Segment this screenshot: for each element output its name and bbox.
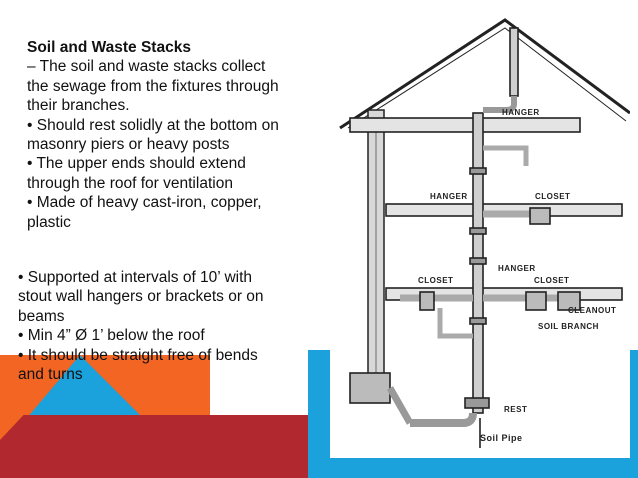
label-rest: REST	[504, 405, 528, 414]
bullet-line: and turns	[18, 366, 83, 384]
label-soil-branch: SOIL BRANCH	[538, 322, 599, 331]
intro-line: the sewage from the fixtures through	[27, 77, 279, 95]
bullet-line: beams	[18, 307, 65, 325]
label-hanger-mid: HANGER	[498, 264, 536, 273]
bullet-line: stout wall hangers or brackets or on	[18, 288, 264, 306]
soil-pipe-drawing	[339, 18, 631, 448]
bullet-line: through the roof for ventilation	[27, 174, 233, 192]
soil-pipe-diagram: HANGER HANGER CLOSET HANGER CLOSET CLOSE…	[330, 18, 631, 458]
label-hanger-left: HANGER	[430, 192, 468, 201]
bullet-line: • Min 4” Ø 1’ below the roof	[18, 327, 205, 345]
bullet-line: • It should be straight free of bends	[18, 346, 258, 364]
label-closet-right: CLOSET	[534, 276, 570, 285]
text-block-top: Soil and Waste Stacks – The soil and was…	[27, 38, 327, 232]
bullet-line: masonry piers or heavy posts	[27, 136, 230, 154]
slide-title: Soil and Waste Stacks	[27, 39, 191, 56]
bullet-line: • The upper ends should extend	[27, 155, 246, 173]
text-block-bottom: • Supported at intervals of 10’ with sto…	[18, 268, 308, 384]
intro-line: – The soil and waste stacks collect	[27, 58, 266, 76]
label-closet-upper: CLOSET	[535, 192, 571, 201]
intro-line: their branches.	[27, 97, 130, 115]
corner-decoration	[0, 355, 310, 478]
bullet-line: • Supported at intervals of 10’ with	[18, 269, 253, 286]
label-cleanout: CLEANOUT	[568, 306, 617, 315]
bullet-line: • Should rest solidly at the bottom on	[27, 116, 279, 134]
bullet-line: plastic	[27, 213, 71, 231]
label-hanger-top: HANGER	[502, 108, 540, 117]
label-closet-left: CLOSET	[418, 276, 454, 285]
bullet-line: • Made of heavy cast-iron, copper,	[27, 194, 262, 212]
diagram-caption: Soil Pipe	[480, 433, 523, 443]
